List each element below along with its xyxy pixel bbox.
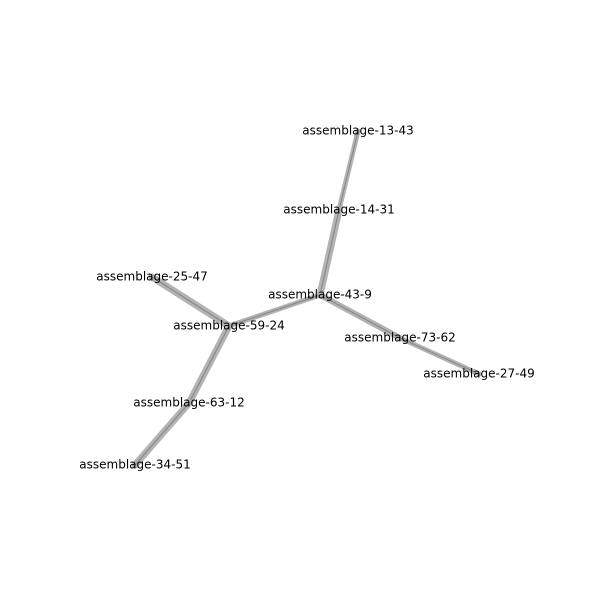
edge-core-assemblage-59-24-to-assemblage-63-12	[188, 325, 230, 404]
graph-node-labels: assemblage-13-43 assemblage-14-31 assembla…	[79, 124, 534, 472]
edge-core-assemblage-43-9-to-assemblage-59-24	[228, 294, 321, 327]
node-label-assemblage-13-43: assemblage-13-43	[302, 124, 413, 138]
edge-core-assemblage-25-47-to-assemblage-59-24	[151, 276, 230, 327]
node-label-assemblage-25-47: assemblage-25-47	[96, 270, 207, 284]
node-label-assemblage-27-49: assemblage-27-49	[423, 367, 534, 381]
node-label-assemblage-34-51: assemblage-34-51	[79, 458, 190, 472]
graph-edges	[131, 128, 482, 469]
edge-core-assemblage-63-12-to-assemblage-34-51	[134, 402, 190, 466]
edge-core-assemblage-13-43-to-assemblage-14-31	[338, 130, 359, 211]
node-label-assemblage-59-24: assemblage-59-24	[173, 319, 284, 333]
edge-core-assemblage-73-62-to-assemblage-27-49	[399, 337, 480, 375]
node-label-assemblage-14-31: assemblage-14-31	[283, 203, 394, 217]
node-label-assemblage-63-12: assemblage-63-12	[133, 396, 244, 410]
edge-core-assemblage-43-9-to-assemblage-73-62	[319, 294, 401, 339]
node-label-assemblage-43-9: assemblage-43-9	[268, 288, 372, 302]
node-label-assemblage-73-62: assemblage-73-62	[344, 331, 455, 345]
edge-core-assemblage-14-31-to-assemblage-43-9	[319, 209, 340, 296]
